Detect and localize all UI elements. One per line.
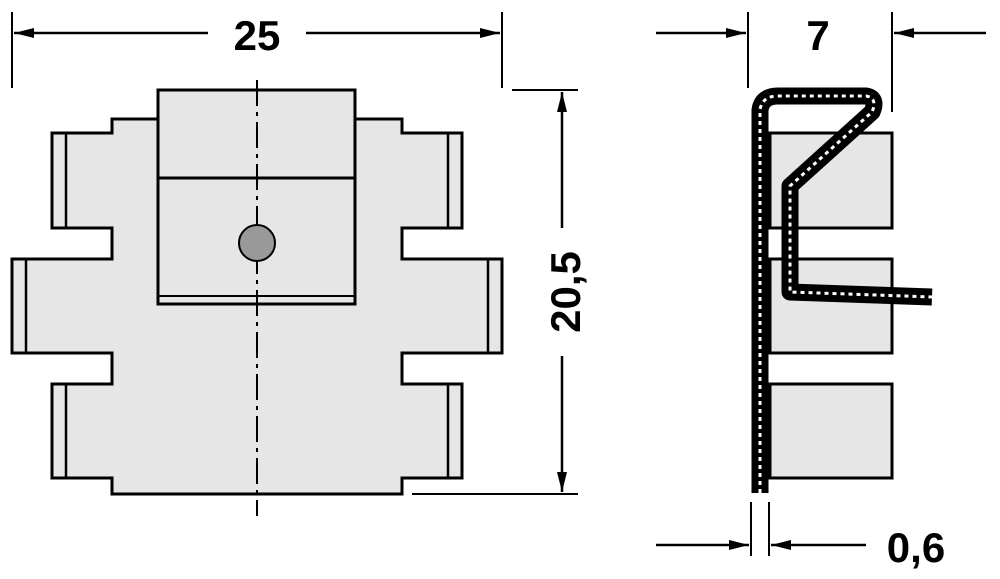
- clip-profile: [751, 87, 933, 493]
- depth-label: 7: [806, 12, 829, 59]
- fin-edges: [24, 133, 490, 478]
- dimension-thickness: 0,6: [656, 502, 945, 571]
- side-fin-bottom: [768, 382, 894, 480]
- side-view: 7 0,6: [656, 12, 986, 571]
- width-label: 25: [234, 12, 281, 59]
- height-label: 20,5: [542, 251, 589, 333]
- thickness-label: 0,6: [887, 524, 945, 571]
- front-view: [10, 80, 504, 516]
- dimension-height: 20,5: [412, 89, 589, 495]
- dimension-width: 25: [11, 12, 503, 88]
- dimension-depth: 7: [656, 12, 986, 112]
- mounting-hole: [238, 224, 276, 262]
